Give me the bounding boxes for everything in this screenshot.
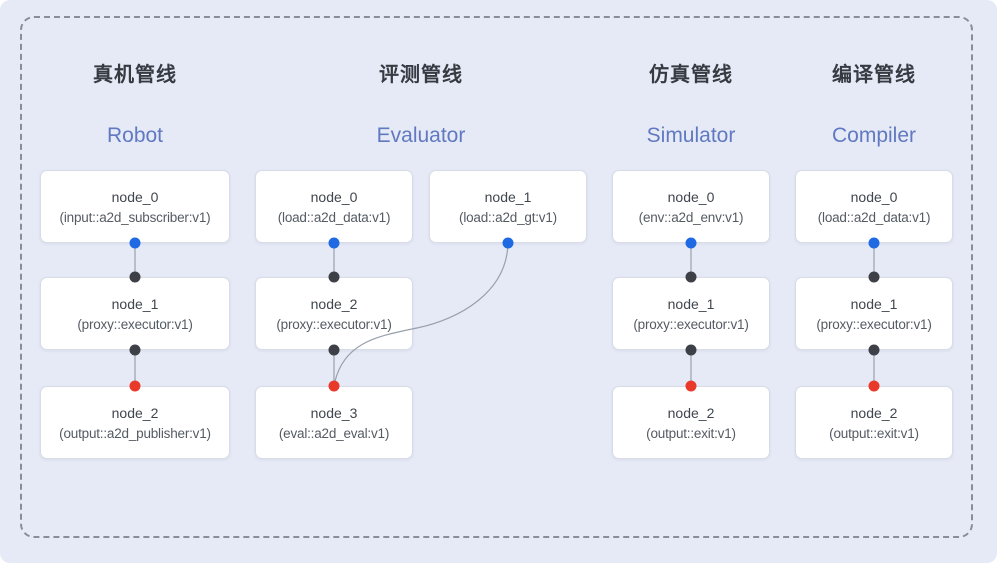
pipeline-header-compiler: 编译管线 Compiler — [764, 63, 984, 148]
node-type: (proxy::executor:v1) — [77, 316, 193, 332]
pipeline-title-en-simulator: Simulator — [646, 124, 736, 147]
node-name: node_0 — [667, 188, 715, 205]
node-compiler-0: node_0 (load::a2d_data:v1) — [795, 170, 953, 243]
pipeline-title-en-evaluator: Evaluator — [376, 124, 466, 147]
node-name: node_1 — [850, 295, 898, 312]
node-compiler-1: node_1 (proxy::executor:v1) — [795, 277, 953, 350]
node-type: (input::a2d_subscriber:v1) — [59, 209, 211, 225]
node-compiler-2: node_2 (output::exit:v1) — [795, 386, 953, 459]
node-type: (output::a2d_publisher:v1) — [59, 425, 211, 441]
node-robot-0: node_0 (input::a2d_subscriber:v1) — [40, 170, 230, 243]
pipeline-header-simulator: 仿真管线 Simulator — [581, 63, 801, 148]
pipeline-title-zh-compiler: 编译管线 — [832, 64, 916, 86]
node-name: node_1 — [667, 295, 715, 312]
node-type: (load::a2d_data:v1) — [817, 209, 931, 225]
node-type: (proxy::executor:v1) — [816, 316, 932, 332]
node-simulator-0: node_0 (env::a2d_env:v1) — [612, 170, 770, 243]
node-name: node_3 — [310, 404, 358, 421]
node-robot-1: node_1 (proxy::executor:v1) — [40, 277, 230, 350]
node-simulator-1: node_1 (proxy::executor:v1) — [612, 277, 770, 350]
node-type: (eval::a2d_eval:v1) — [278, 425, 390, 441]
node-name: node_2 — [850, 404, 898, 421]
pipeline-title-zh-robot: 真机管线 — [93, 64, 177, 86]
pipeline-title-zh-simulator: 仿真管线 — [649, 64, 733, 86]
node-type: (proxy::executor:v1) — [276, 316, 392, 332]
node-type: (load::a2d_data:v1) — [277, 209, 391, 225]
node-name: node_2 — [111, 404, 159, 421]
node-name: node_1 — [111, 295, 159, 312]
node-type: (env::a2d_env:v1) — [638, 209, 744, 225]
node-type: (output::exit:v1) — [829, 425, 919, 441]
node-evaluator-0: node_0 (load::a2d_data:v1) — [255, 170, 413, 243]
pipeline-title-zh-evaluator: 评测管线 — [379, 64, 463, 86]
node-evaluator-3: node_3 (eval::a2d_eval:v1) — [255, 386, 413, 459]
node-name: node_0 — [310, 188, 358, 205]
pipeline-title-en-compiler: Compiler — [831, 124, 917, 147]
pipeline-header-evaluator: 评测管线 Evaluator — [311, 63, 531, 148]
pipeline-title-en-robot: Robot — [106, 124, 164, 147]
dashed-frame — [20, 16, 973, 538]
node-simulator-2: node_2 (output::exit:v1) — [612, 386, 770, 459]
node-type: (proxy::executor:v1) — [633, 316, 749, 332]
node-name: node_2 — [310, 295, 358, 312]
node-type: (load::a2d_gt:v1) — [459, 209, 557, 225]
node-robot-2: node_2 (output::a2d_publisher:v1) — [40, 386, 230, 459]
node-name: node_0 — [111, 188, 159, 205]
node-name: node_1 — [484, 188, 532, 205]
node-type: (output::exit:v1) — [646, 425, 736, 441]
node-name: node_0 — [850, 188, 898, 205]
node-name: node_2 — [667, 404, 715, 421]
pipeline-header-robot: 真机管线 Robot — [25, 63, 245, 148]
node-evaluator-1: node_1 (load::a2d_gt:v1) — [429, 170, 587, 243]
node-evaluator-2: node_2 (proxy::executor:v1) — [255, 277, 413, 350]
